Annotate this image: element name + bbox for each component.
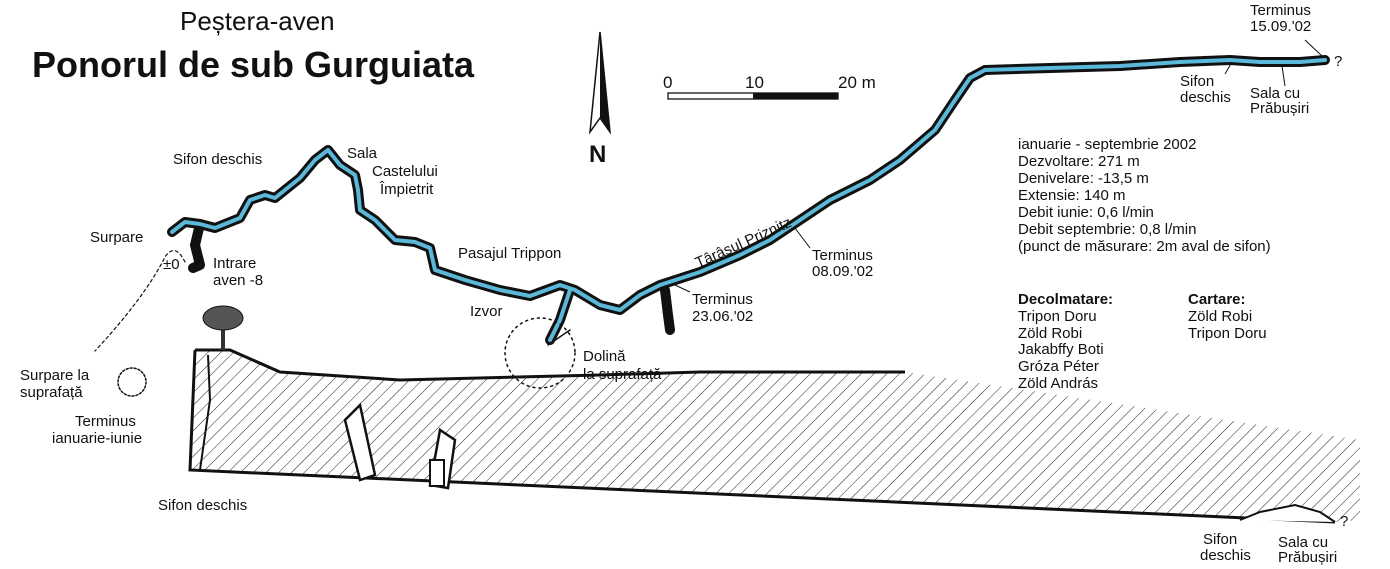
label-surpare-suprafata: Surpare la — [20, 367, 90, 384]
info-line: (punct de măsurare: 2m aval de sifon) — [1018, 238, 1271, 255]
credit-name: Tripon Doru — [1018, 308, 1097, 325]
north-label: N — [589, 141, 606, 168]
label-sifon-profile: Sifon — [1203, 531, 1237, 548]
scale-label-0: 0 — [663, 73, 672, 92]
decolmatare-title: Decolmatare: — [1018, 291, 1113, 308]
label-terminus-2-date: 08.09.'02 — [812, 263, 873, 280]
label-terminus-1: Terminus — [692, 291, 753, 308]
label-question-plan: ? — [1334, 53, 1342, 70]
label-sala-cu-profile: Sala cu — [1278, 534, 1328, 551]
cartare-title: Cartare: — [1188, 291, 1246, 308]
label-castelului: Castelului — [372, 163, 438, 180]
credit-name: Zöld Robi — [1018, 325, 1082, 342]
info-line: Debit iunie: 0,6 l/min — [1018, 204, 1154, 221]
label-terminus-profile-2: ianuarie-iunie — [52, 430, 142, 447]
info-line: Denivelare: -13,5 m — [1018, 170, 1149, 187]
label-prabusiri-plan: Prăbușiri — [1250, 100, 1309, 117]
label-terminus-profile: Terminus — [75, 413, 136, 430]
label-terminus-1-date: 23.06.'02 — [692, 308, 753, 325]
label-sifon-deschis-profile: Sifon deschis — [158, 497, 247, 514]
label-intrare: Intrare — [213, 255, 256, 272]
label-dolina: Dolină — [583, 348, 626, 365]
label-sifon-plan: Sifon — [1180, 73, 1214, 90]
label-sala: Sala — [347, 145, 378, 162]
credit-name: Zöld András — [1018, 375, 1098, 392]
label-sifon-plan-2: deschis — [1180, 89, 1231, 106]
label-pasajul-trippon: Pasajul Trippon — [458, 245, 561, 262]
label-impietrit: Împietrit — [379, 181, 434, 198]
label-sifon-deschis: Sifon deschis — [173, 151, 262, 168]
credit-name: Zöld Robi — [1188, 308, 1252, 325]
label-question-profile: ? — [1340, 513, 1348, 530]
leader-lines — [674, 39, 1323, 293]
info-line: Dezvoltare: 271 m — [1018, 153, 1140, 170]
credit-name: Gróza Péter — [1018, 358, 1099, 375]
cave-profile — [188, 305, 1360, 524]
label-terminus-3: Terminus — [1250, 2, 1311, 19]
label-prabusiri-profile: Prăbușiri — [1278, 549, 1337, 566]
credit-name: Tripon Doru — [1188, 325, 1267, 342]
label-terminus-3-date: 15.09.'02 — [1250, 18, 1311, 35]
scale-label-10: 10 — [745, 73, 764, 92]
label-sala-cu-plan: Sala cu — [1250, 85, 1300, 102]
label-aven: aven -8 — [213, 272, 263, 289]
info-line: Extensie: 140 m — [1018, 187, 1126, 204]
label-tarasul-priznitz: Târâșul Priznitz — [693, 214, 794, 272]
info-line: ianuarie - septembrie 2002 — [1018, 136, 1196, 153]
credits: Decolmatare: Tripon Doru Zöld Robi Jakab… — [1018, 291, 1267, 392]
label-surpare-suprafata-2: suprafață — [20, 384, 83, 401]
title-subtitle: Peștera-aven — [180, 6, 335, 36]
label-surpare: Surpare — [90, 229, 143, 246]
scale-label-20: 20 m — [838, 73, 876, 92]
label-terminus-2: Terminus — [812, 247, 873, 264]
label-zero: ±0 — [163, 256, 180, 273]
north-arrow-icon: N — [588, 31, 612, 168]
label-izvor: Izvor — [470, 303, 503, 320]
title-main: Ponorul de sub Gurguiata — [32, 44, 475, 85]
credit-name: Jakabffy Boti — [1018, 341, 1104, 358]
info-block: ianuarie - septembrie 2002 Dezvoltare: 2… — [1018, 136, 1271, 255]
label-sifon-profile-2: deschis — [1200, 547, 1251, 564]
tree-icon — [202, 305, 244, 350]
scale-bar: 0 10 20 m — [663, 73, 876, 100]
cave-plan — [94, 55, 1330, 397]
info-line: Debit septembrie: 0,8 l/min — [1018, 221, 1196, 238]
